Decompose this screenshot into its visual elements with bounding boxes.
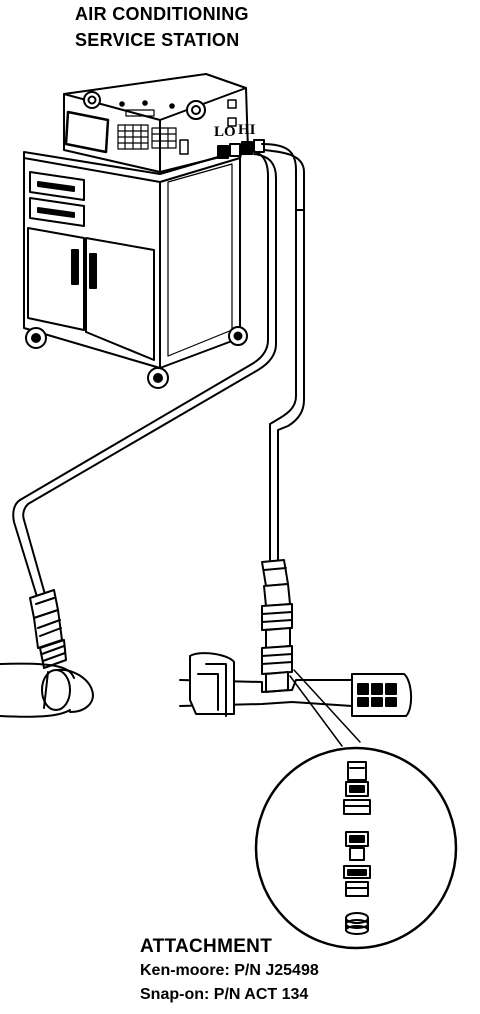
right-ac-line-pipe-icon (179, 652, 412, 717)
detail-leader-line (289, 675, 343, 747)
left-quick-coupler-icon (29, 589, 67, 669)
attachment-heading: ATTACHMENT (140, 936, 273, 957)
left-ac-line-pipe-icon (0, 662, 94, 718)
detail-leader-line-2 (293, 669, 361, 743)
attachment-line-kenmoore: Ken-moore: P/N J25498 (140, 962, 319, 979)
service-station-cart-icon (23, 73, 249, 389)
attachment-line-snapon: Snap-on: P/N ACT 134 (140, 986, 309, 1003)
detail-magnifier-circle-icon (254, 746, 458, 950)
hi-label: HI (238, 122, 256, 138)
lo-side-hose-icon (12, 149, 277, 601)
diagram-title-line2: SERVICE STATION (75, 30, 240, 50)
diagram-title-line1: AIR CONDITIONING (75, 4, 249, 24)
lo-label: LO (214, 124, 236, 140)
right-quick-coupler-icon (261, 559, 293, 693)
hi-side-hose-icon (261, 143, 305, 561)
hose-fittings-icon (217, 139, 265, 159)
